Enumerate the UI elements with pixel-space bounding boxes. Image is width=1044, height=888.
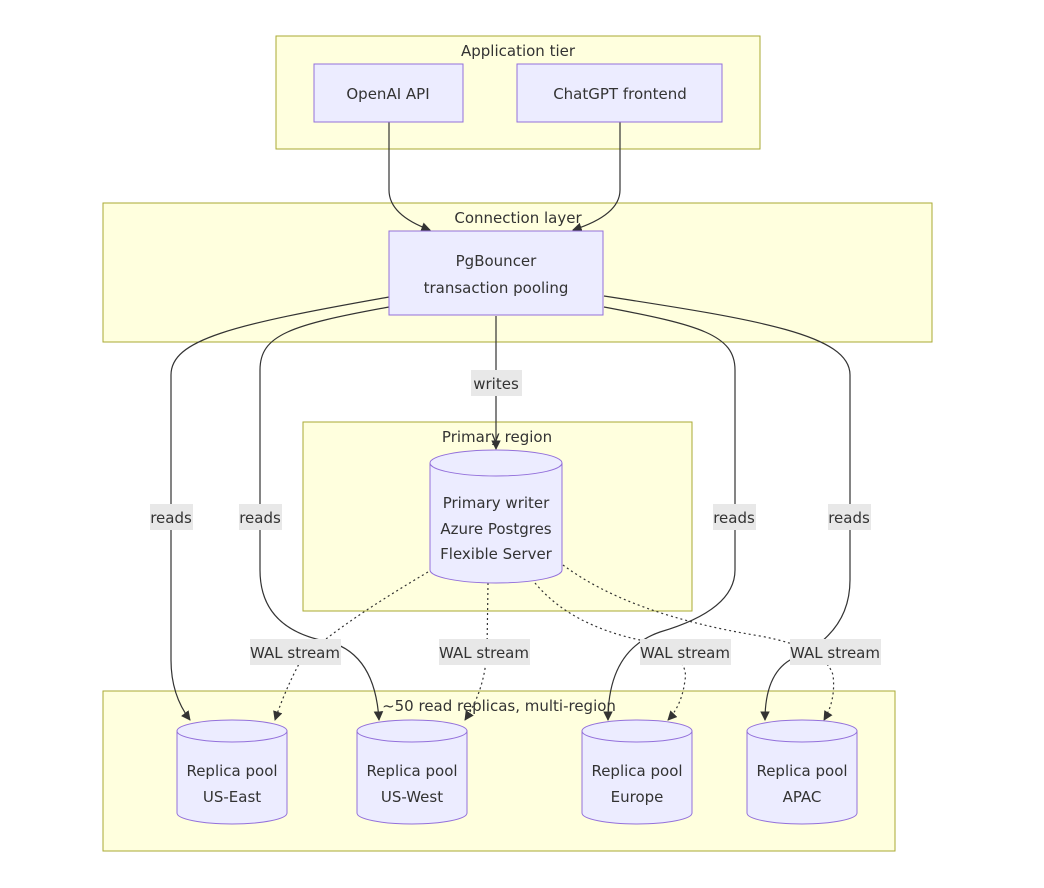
edge-reads-apac (603, 295, 851, 721)
node-label-chatgpt-frontend: ChatGPT frontend (553, 85, 687, 103)
node-label-apac-line1: Replica pool (756, 762, 847, 780)
node-primary-writer: Primary writer Azure Postgres Flexible S… (429, 449, 563, 584)
edge-label-wal-europe: WAL stream (640, 639, 731, 665)
cluster-title-connection-layer: Connection layer (454, 209, 582, 227)
node-replica-europe: Replica pool Europe (581, 719, 693, 825)
edge-label-reads-us-east: reads (150, 504, 193, 530)
node-replica-us-east: Replica pool US-East (176, 719, 288, 825)
edge-label-wal-us-east: WAL stream (250, 639, 341, 665)
svg-text:reads: reads (150, 509, 192, 527)
edge-label-wal-us-west: WAL stream (439, 639, 530, 665)
node-label-openai-api: OpenAI API (346, 85, 429, 103)
edge-reads-us-east (170, 296, 390, 721)
edge-reads-us-west (259, 306, 390, 721)
svg-text:WAL stream: WAL stream (439, 644, 529, 662)
node-label-us-east-line2: US-East (203, 788, 261, 806)
node-label-pgbouncer-line1: PgBouncer (456, 252, 538, 270)
node-replica-apac: Replica pool APAC (746, 719, 858, 825)
node-label-europe-line1: Replica pool (591, 762, 682, 780)
cluster-title-read-replicas: ~50 read replicas, multi-region (382, 697, 616, 715)
svg-text:WAL stream: WAL stream (250, 644, 340, 662)
edge-reads-europe (603, 306, 736, 721)
svg-text:reads: reads (713, 509, 755, 527)
node-label-us-west-line1: Replica pool (366, 762, 457, 780)
edge-openai-to-pgbouncer (388, 122, 431, 232)
node-label-primary-line1: Primary writer (443, 494, 550, 512)
edge-label-writes: writes (471, 370, 522, 396)
cluster-connection-layer: Connection layer (102, 202, 933, 343)
node-label-apac-line2: APAC (783, 788, 822, 806)
edge-wal-apac (562, 564, 835, 721)
svg-text:reads: reads (239, 509, 281, 527)
cluster-title-primary-region: Primary region (442, 428, 552, 446)
node-label-primary-line2: Azure Postgres (440, 520, 551, 538)
edge-wal-us-west (464, 582, 489, 721)
edge-chatgpt-to-pgbouncer (572, 122, 621, 232)
node-label-us-east-line1: Replica pool (186, 762, 277, 780)
svg-text:reads: reads (828, 509, 870, 527)
edge-label-reads-apac: reads (828, 504, 871, 530)
node-chatgpt-frontend: ChatGPT frontend (516, 63, 723, 123)
node-label-europe-line2: Europe (611, 788, 664, 806)
node-replica-us-west: Replica pool US-West (356, 719, 468, 825)
node-openai-api: OpenAI API (313, 63, 464, 123)
cluster-title-application-tier: Application tier (461, 42, 576, 60)
node-label-us-west-line2: US-West (381, 788, 443, 806)
svg-text:WAL stream: WAL stream (790, 644, 880, 662)
edge-label-wal-apac: WAL stream (790, 639, 881, 665)
node-pgbouncer: PgBouncer transaction pooling (388, 230, 604, 316)
node-label-primary-line3: Flexible Server (440, 545, 553, 563)
node-label-pgbouncer-line2: transaction pooling (424, 279, 569, 297)
edge-label-reads-europe: reads (713, 504, 756, 530)
svg-text:writes: writes (473, 375, 519, 393)
edge-label-reads-us-west: reads (239, 504, 282, 530)
svg-text:WAL stream: WAL stream (640, 644, 730, 662)
